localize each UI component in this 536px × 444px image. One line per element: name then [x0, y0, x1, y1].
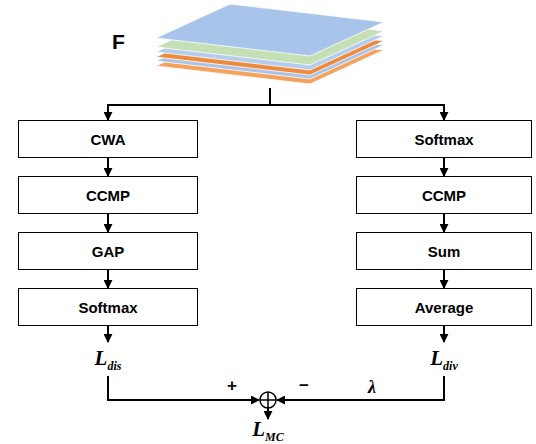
feature-map-name: F — [112, 30, 125, 54]
box-label: CWA — [91, 131, 126, 148]
loss-term: Ldiv — [430, 346, 458, 374]
process-box: Softmax — [356, 120, 532, 158]
box-label: Softmax — [78, 299, 137, 316]
sign-label: − — [299, 376, 309, 396]
feature-map-illustration — [152, 2, 388, 88]
box-label: CCMP — [422, 187, 466, 204]
process-box: Sum — [356, 232, 532, 270]
loss-term: Ldis — [95, 346, 122, 374]
output-arrow — [443, 326, 445, 342]
flow-arrow — [443, 214, 445, 232]
flow-arrow — [108, 88, 270, 120]
loss-term: LMC — [252, 417, 284, 444]
output-arrow — [107, 326, 109, 342]
process-box: Average — [356, 288, 532, 326]
sum-symbol — [260, 392, 276, 408]
feature-map-layer — [156, 4, 384, 56]
sum-wire — [277, 376, 444, 400]
box-label: Softmax — [414, 131, 473, 148]
process-box: CCMP — [356, 176, 532, 214]
process-box: CWA — [18, 120, 198, 158]
process-box: CCMP — [18, 176, 198, 214]
flow-arrow — [443, 270, 445, 288]
box-label: Sum — [428, 243, 461, 260]
weight-symbol: λ — [368, 377, 376, 398]
box-label: CCMP — [86, 187, 130, 204]
flow-arrow — [270, 88, 444, 120]
feature-map-stack: F — [152, 2, 388, 88]
result-arrow — [267, 408, 269, 419]
box-label: GAP — [92, 243, 125, 260]
flow-arrow — [107, 214, 109, 232]
box-label: Average — [415, 299, 474, 316]
process-box: GAP — [18, 232, 198, 270]
process-box: Softmax — [18, 288, 198, 326]
sum-symbol-cross — [260, 392, 276, 408]
flow-arrow — [107, 270, 109, 288]
sum-wire — [108, 376, 259, 400]
sign-label: + — [227, 376, 237, 396]
flow-arrow — [443, 158, 445, 176]
flow-arrow — [107, 158, 109, 176]
